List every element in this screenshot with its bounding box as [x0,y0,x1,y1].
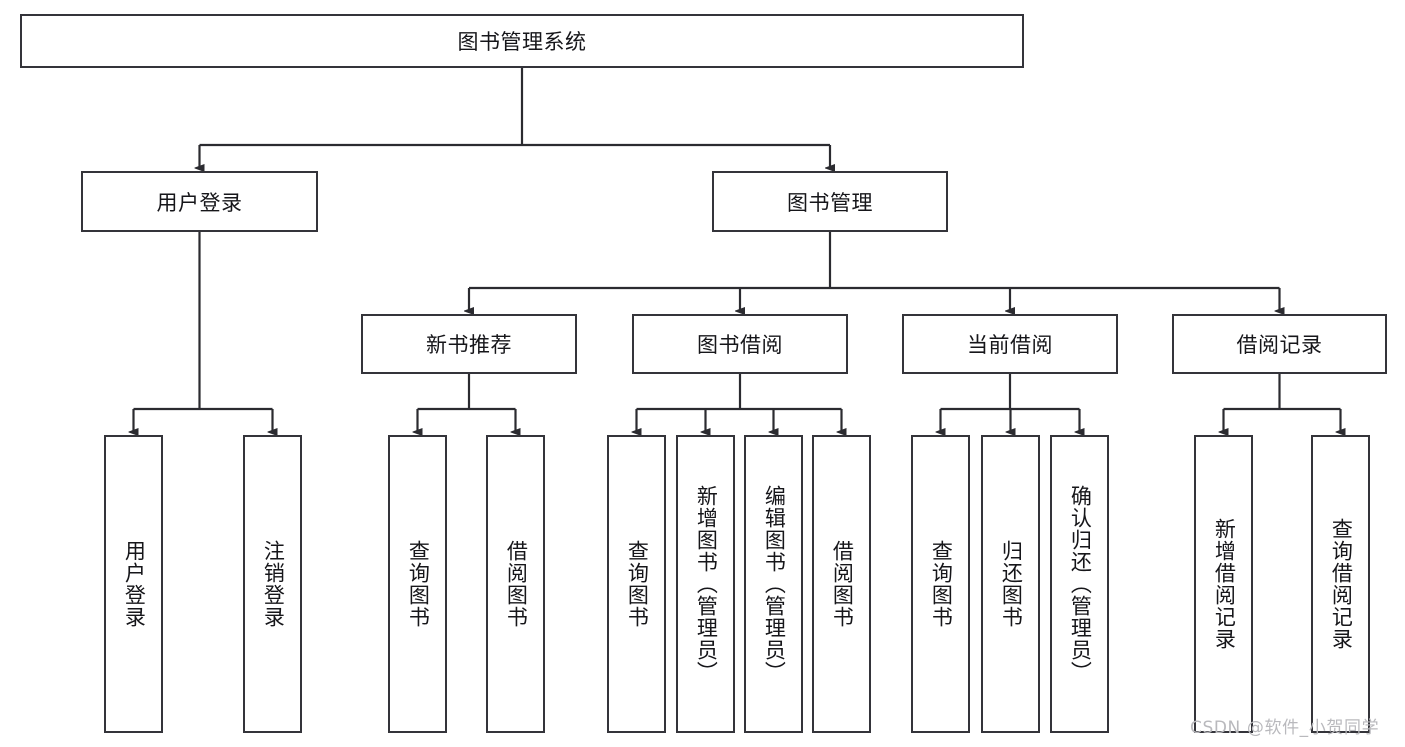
node-root[interactable]: 图书管理系统 [20,14,1024,68]
node-user-login[interactable]: 用户登录 [81,171,318,232]
leaf-record-query-borrow-record[interactable]: 查询借阅记录 [1311,435,1370,733]
node-book-management[interactable]: 图书管理 [712,171,948,232]
node-borrow-records[interactable]: 借阅记录 [1172,314,1387,374]
leaf-borrow-borrow-book[interactable]: 借阅图书 [812,435,871,733]
node-book-borrow[interactable]: 图书借阅 [632,314,848,374]
leaf-user-login[interactable]: 用户登录 [104,435,163,733]
leaf-current-confirm-return-admin[interactable]: 确认归还（管理员） [1050,435,1109,733]
leaf-current-query-book[interactable]: 查询图书 [911,435,970,733]
leaf-borrow-query-book[interactable]: 查询图书 [607,435,666,733]
node-new-book-recommend[interactable]: 新书推荐 [361,314,577,374]
leaf-newbook-borrow-book[interactable]: 借阅图书 [486,435,545,733]
leaf-record-add-borrow-record[interactable]: 新增借阅记录 [1194,435,1253,733]
leaf-current-return-book[interactable]: 归还图书 [981,435,1040,733]
leaf-borrow-edit-book-admin[interactable]: 编辑图书（管理员） [744,435,803,733]
leaf-newbook-query-book[interactable]: 查询图书 [388,435,447,733]
leaf-borrow-add-book-admin[interactable]: 新增图书（管理员） [676,435,735,733]
node-current-borrow[interactable]: 当前借阅 [902,314,1118,374]
csdn-watermark: CSDN @软件_小贺同学 [1190,718,1380,738]
leaf-logout[interactable]: 注销登录 [243,435,302,733]
tree-connectors [134,68,1341,432]
